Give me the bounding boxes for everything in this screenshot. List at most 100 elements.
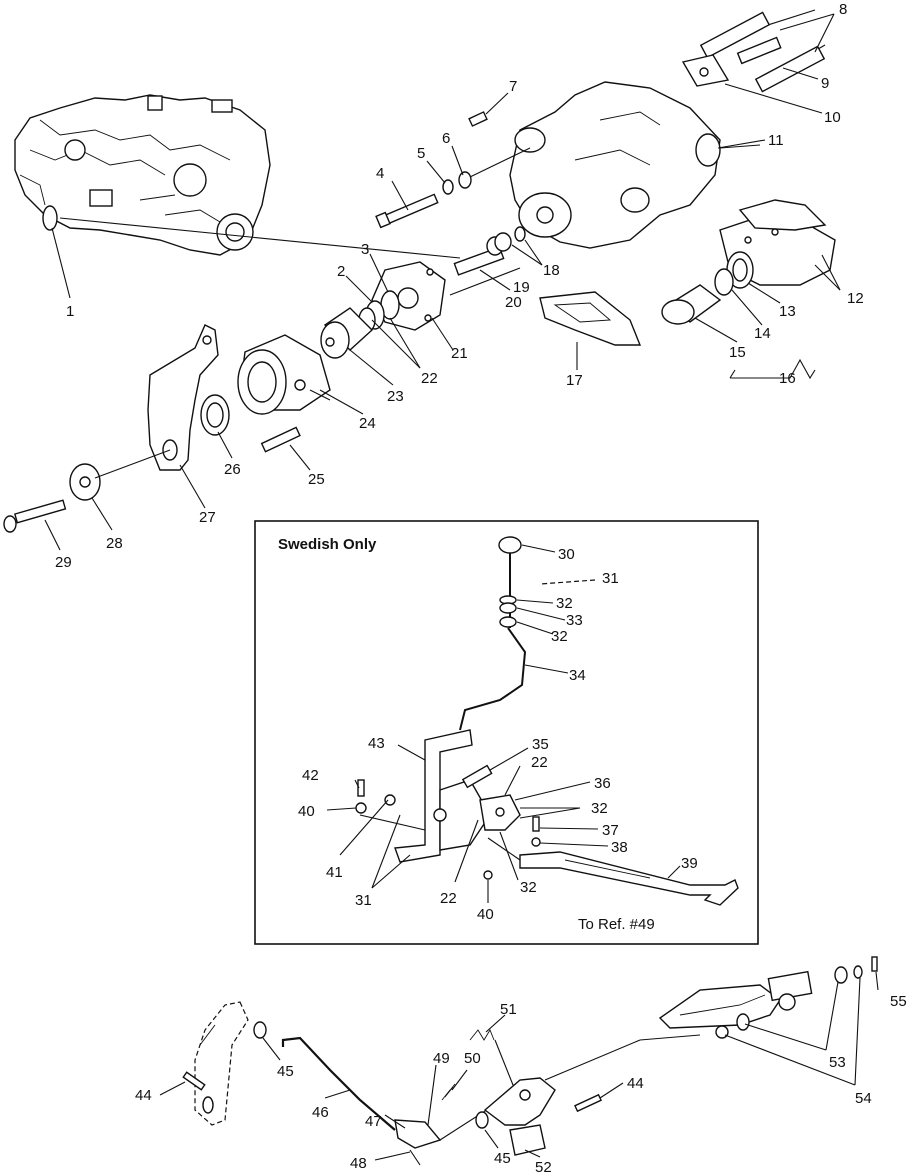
part-9-bolt — [736, 36, 782, 65]
callout-10: 10 — [824, 109, 841, 126]
leader-lines — [44, 13, 879, 1161]
part-29-bolt — [3, 499, 67, 533]
callout-11: 11 — [768, 132, 784, 149]
callout-44-right: 44 — [627, 1075, 644, 1092]
callout-40-bottom: 40 — [477, 906, 494, 923]
callout-37: 37 — [602, 822, 619, 839]
part-27-lever — [147, 324, 219, 471]
part-18-ring — [514, 226, 526, 242]
callout-5: 5 — [417, 145, 425, 162]
part-47-clevis — [394, 1119, 442, 1149]
callout-30: 30 — [558, 546, 575, 563]
callout-13: 13 — [779, 303, 796, 320]
callout-45-top: 45 — [277, 1063, 294, 1080]
callout-19: 19 — [513, 279, 530, 296]
callout-22-mid: 22 — [531, 754, 548, 771]
callout-34: 34 — [569, 667, 586, 684]
part-4-bolt — [375, 193, 439, 229]
callout-52: 52 — [535, 1159, 552, 1174]
callout-7: 7 — [509, 78, 517, 95]
callout-32-c: 32 — [591, 800, 608, 817]
callout-40-top: 40 — [298, 803, 315, 820]
part-45b-nut — [475, 1111, 489, 1129]
part-14-ring — [714, 268, 734, 296]
part-24-cam-housing — [237, 334, 331, 415]
callout-50: 50 — [464, 1050, 481, 1067]
callout-45-bottom: 45 — [494, 1150, 511, 1167]
callout-36: 36 — [594, 775, 611, 792]
callout-4: 4 — [376, 165, 384, 182]
callout-12: 12 — [847, 290, 864, 307]
callout-3: 3 — [361, 241, 369, 258]
part-43-bracket — [394, 729, 473, 863]
part-46-rod — [281, 1036, 396, 1131]
housing-assembly — [509, 9, 826, 249]
part-50-spring — [441, 1083, 456, 1101]
callout-6: 6 — [442, 130, 450, 147]
callout-14: 14 — [754, 325, 771, 342]
callout-29: 29 — [55, 554, 72, 571]
callout-9: 9 — [821, 75, 829, 92]
inset-note: To Ref. #49 — [578, 916, 655, 933]
callout-28: 28 — [106, 535, 123, 552]
callout-39: 39 — [681, 855, 698, 872]
callout-labels: 1 2 3 4 5 6 7 8 9 10 11 12 13 14 15 16 1… — [55, 1, 907, 1174]
callout-31-top: 31 — [602, 570, 619, 587]
callout-46: 46 — [312, 1104, 329, 1121]
callout-25: 25 — [308, 471, 325, 488]
callout-16: 16 — [779, 370, 796, 387]
callout-1: 1 — [66, 303, 74, 320]
part-39-pedal-arm — [519, 851, 739, 906]
callout-8: 8 — [839, 1, 847, 18]
callout-32-b: 32 — [551, 628, 568, 645]
callout-22-top: 22 — [421, 370, 438, 387]
part-5-washer — [442, 179, 454, 195]
callout-41: 41 — [326, 864, 343, 881]
callout-23: 23 — [387, 388, 404, 405]
callout-55: 55 — [890, 993, 907, 1010]
callout-17: 17 — [566, 372, 583, 389]
callout-33: 33 — [566, 612, 583, 629]
callout-47: 47 — [365, 1113, 382, 1130]
engine-illustration — [14, 94, 271, 256]
callout-49: 49 — [433, 1050, 450, 1067]
part-7-bleeder — [468, 111, 488, 127]
callout-35: 35 — [532, 736, 549, 753]
inset-title: Swedish Only — [278, 536, 377, 553]
part-16-bracket-line — [729, 358, 816, 380]
callout-20: 20 — [505, 294, 522, 311]
callout-51: 51 — [500, 1001, 517, 1018]
part-44a-pin — [182, 1071, 206, 1091]
callout-53: 53 — [829, 1054, 846, 1071]
part-30-knob — [498, 536, 522, 554]
callout-38: 38 — [611, 839, 628, 856]
callout-48: 48 — [350, 1155, 367, 1172]
part-25-screw — [260, 426, 301, 453]
callout-2: 2 — [337, 263, 345, 280]
part-15-piston — [661, 284, 722, 325]
brake-pedal — [658, 984, 781, 1029]
callout-21: 21 — [451, 345, 468, 362]
callout-26: 26 — [224, 461, 241, 478]
part-53-bushing — [834, 966, 848, 984]
part-44b-pin — [574, 1093, 602, 1113]
callout-44-left: 44 — [135, 1087, 152, 1104]
callout-43: 43 — [368, 735, 385, 752]
bottom-linkage — [182, 956, 878, 1166]
dashed-lever-outline — [194, 1001, 249, 1126]
callout-42: 42 — [302, 767, 319, 784]
part-34-rod — [459, 627, 527, 731]
part-55-pin — [871, 956, 878, 972]
part-51-spring — [469, 1028, 495, 1041]
callout-27: 27 — [199, 509, 216, 526]
part-23-cylinder — [320, 307, 374, 359]
part-6-nut — [458, 171, 472, 189]
callout-22-bottom: 22 — [440, 890, 457, 907]
part-19-spring — [486, 232, 512, 256]
inset-box — [254, 520, 759, 945]
part-17-spring-clip — [539, 291, 642, 346]
callout-18: 18 — [543, 262, 560, 279]
inset-mechanism — [355, 536, 739, 906]
callout-32-d: 32 — [520, 879, 537, 896]
